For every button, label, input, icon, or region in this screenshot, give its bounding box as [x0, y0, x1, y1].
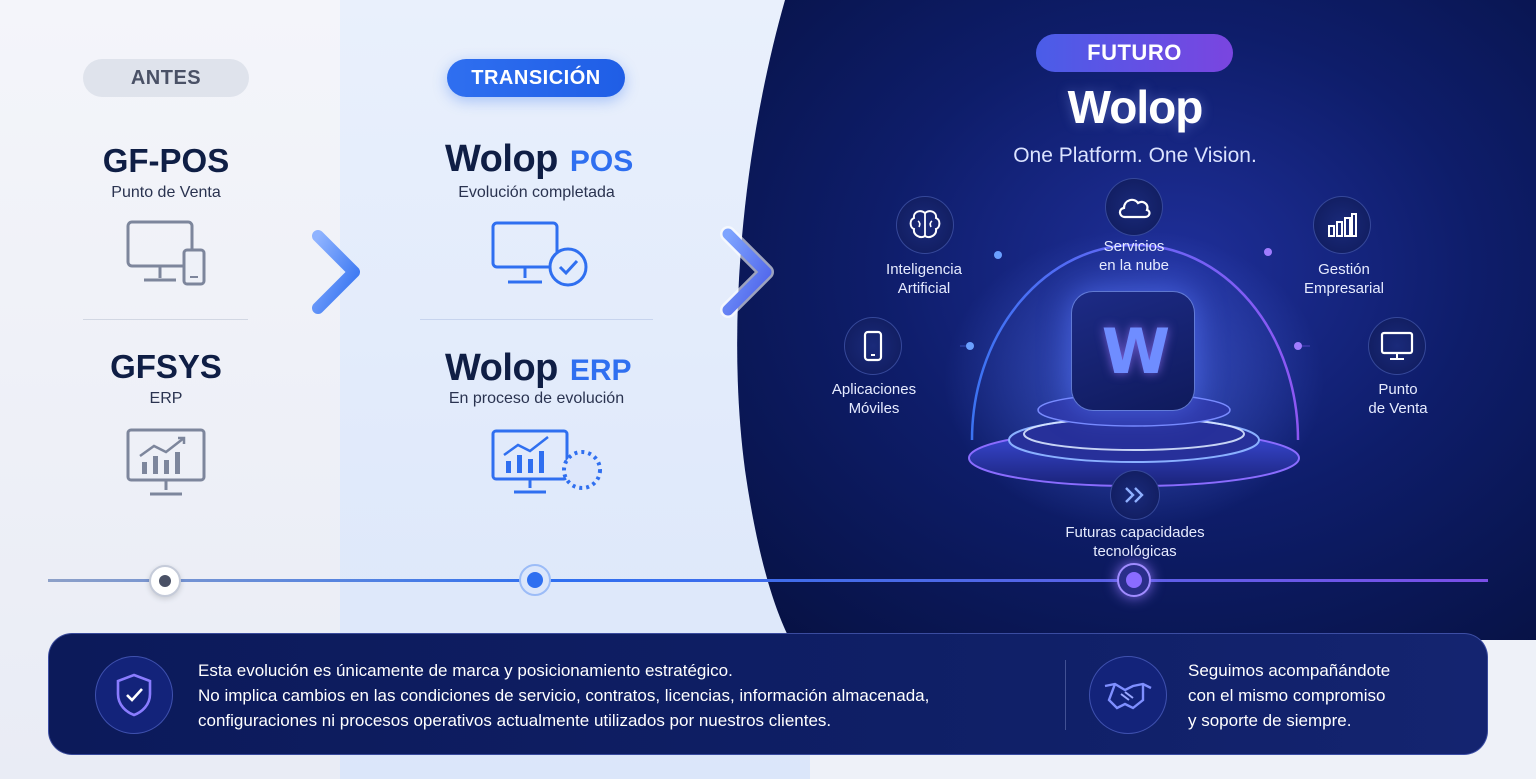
gfsys-subtitle: ERP: [149, 390, 183, 407]
gfsys-title: GFSYS: [110, 348, 222, 385]
wolop-erp-brand: Wolop: [445, 347, 558, 389]
antes-badge: ANTES: [83, 59, 249, 97]
wolop-pos-subtitle: Evolución completada: [458, 184, 615, 201]
bar-chart-icon: [1313, 196, 1371, 254]
timeline-dot-futuro: [1117, 563, 1151, 597]
support-line: con el mismo compromiso: [1188, 686, 1386, 705]
desktop-and-phone-icon: [126, 220, 206, 286]
brain-icon: [896, 196, 954, 254]
orbit-arc: [960, 243, 1310, 441]
gf-pos-subtitle: Punto de Venta: [111, 184, 221, 201]
notice-line: configuraciones ni procesos operativos a…: [198, 711, 832, 730]
timeline-dot-transicion: [519, 564, 551, 596]
panel-separator: [1065, 660, 1066, 730]
handshake-icon: [1089, 656, 1167, 734]
wolop-logo-letter: W: [1101, 314, 1170, 388]
tagline: One Platform. One Vision.: [1013, 144, 1257, 167]
chevron-right-glow-icon: [720, 226, 774, 318]
futuro-badge: FUTURO: [1036, 34, 1233, 72]
wolop-brand-title: Wolop: [1067, 81, 1204, 133]
brand-notice-text: Esta evolución es únicamente de marca y …: [198, 658, 1038, 733]
notice-line: No implica cambios en las condiciones de…: [198, 686, 930, 705]
chart-monitor-progress-icon: [491, 429, 602, 494]
notice-panel: [48, 633, 1488, 755]
timeline-line: [48, 579, 1488, 582]
mobile-phone-icon: [844, 317, 902, 375]
wolop-pos-title: Wolop POS: [445, 138, 633, 181]
shield-check-icon: [95, 656, 173, 734]
wolop-erp-product: ERP: [569, 354, 632, 387]
wolop-pos-brand: Wolop: [445, 138, 558, 180]
transicion-divider: [420, 319, 653, 320]
wolop-logo-tile: W: [1071, 291, 1195, 411]
support-text: Seguimos acompañándote con el mismo comp…: [1188, 658, 1448, 733]
double-chevron-right-icon: [1110, 470, 1160, 520]
notice-line: Esta evolución es únicamente de marca y …: [198, 661, 733, 680]
wolop-erp-subtitle: En proceso de evolución: [448, 390, 625, 407]
cloud-icon: [1105, 178, 1163, 236]
chevron-right-icon: [312, 230, 360, 314]
wolop-erp-title: Wolop ERP: [445, 347, 632, 390]
timeline-dot-antes: [149, 565, 181, 597]
antes-divider: [83, 319, 248, 320]
chart-monitor-icon: [126, 428, 206, 496]
support-line: Seguimos acompañándote: [1188, 661, 1391, 680]
wolop-pos-product: POS: [569, 145, 634, 178]
monitor-check-icon: [491, 221, 588, 287]
gf-pos-title: GF-POS: [102, 142, 230, 179]
monitor-icon: [1368, 317, 1426, 375]
support-line: y soporte de siempre.: [1188, 711, 1352, 730]
transicion-badge: TRANSICIÓN: [447, 59, 625, 97]
